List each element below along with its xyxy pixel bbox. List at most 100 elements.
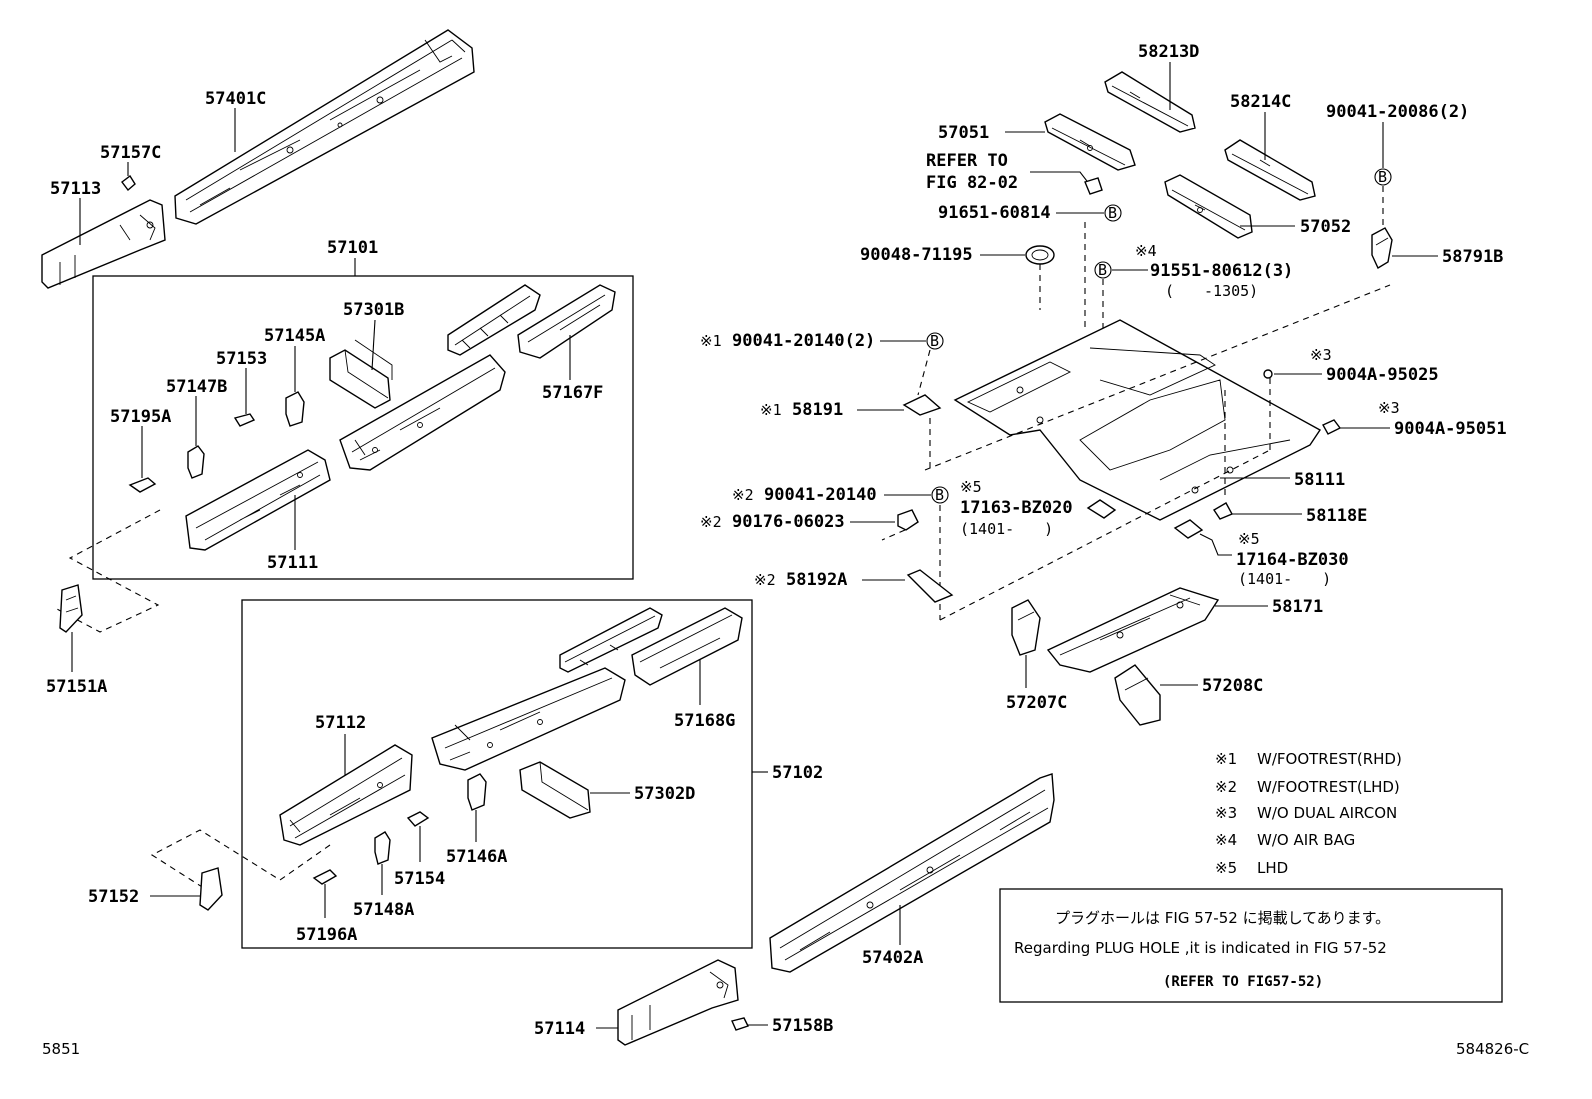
label-57151A: 57151A [46, 677, 107, 697]
label-57196A: 57196A [296, 925, 357, 945]
label-58213D: 58213D [1138, 42, 1199, 62]
part-57147B-drawing [187, 445, 205, 479]
legend-mark-2: ※2 [1215, 778, 1237, 796]
part-57112-drawing [279, 744, 413, 846]
part-17164-drawing [1173, 519, 1204, 539]
part-57402A-drawing [769, 773, 1055, 973]
leader-57301B [371, 319, 376, 371]
part-57154-drawing [406, 811, 430, 827]
label-57402A: 57402A [862, 948, 923, 968]
bolt-marker-b-text: B [935, 486, 944, 504]
dashed-envelope-bottom [939, 449, 1271, 621]
assembly-box-57102 [241, 599, 753, 949]
part-57168G-drawing [559, 607, 743, 686]
mark1-label-a: ※1 [700, 332, 722, 350]
bolt-marker-b [926, 332, 944, 350]
bolt-marker-b-text: B [1098, 261, 1107, 279]
part-57151A-drawing [59, 584, 83, 633]
part-57052-drawing [1164, 174, 1253, 239]
part-57207C-drawing [1011, 599, 1041, 656]
mark4-label: ※4 [1135, 242, 1157, 260]
label-57152: 57152 [88, 887, 139, 907]
bolt-marker-b [931, 486, 949, 504]
label-57101: 57101 [327, 238, 378, 258]
label-57195A: 57195A [110, 407, 171, 427]
part-57051-drawing [1044, 113, 1136, 171]
part-57302D-drawing [519, 761, 591, 819]
notice-japanese: プラグホールは FIG 57-52 に掲載してあります。 [1055, 909, 1390, 927]
part-57111-drawing [185, 449, 331, 551]
label-57167F: 57167F [542, 383, 603, 403]
mark5-label-a: ※5 [960, 478, 982, 496]
mark2-label-a: ※2 [732, 486, 754, 504]
part-57301B-drawing [329, 339, 393, 409]
part-57113-drawing [41, 199, 166, 289]
notice-refer: (REFER TO FIG57-52) [1163, 974, 1323, 990]
label-58214C: 58214C [1230, 92, 1291, 112]
footer-right-code: 584826-C [1456, 1040, 1529, 1058]
legend-text-2: W/FOOTREST(LHD) [1257, 778, 1400, 796]
part-58118E-drawing [1213, 502, 1233, 520]
label-58191: 58191 [792, 400, 843, 420]
leader-refer [1030, 171, 1091, 186]
label-58171: 58171 [1272, 597, 1323, 617]
part-58192A-drawing [906, 569, 954, 603]
part-57158B-drawing [731, 1017, 749, 1031]
label-57207C: 57207C [1006, 693, 1067, 713]
label-57401C: 57401C [205, 89, 266, 109]
part-57114-drawing [617, 959, 739, 1046]
label-90041-20086: 90041-20086(2) [1326, 102, 1469, 122]
part-58111-drawing [953, 319, 1322, 521]
bolt-marker-b-text: B [930, 332, 939, 350]
part-57146A-drawing [467, 773, 487, 811]
label-57111: 57111 [267, 553, 318, 573]
bolt-marker-b-text: B [1378, 168, 1387, 186]
part-57196A-drawing [312, 869, 338, 885]
label-57154: 57154 [394, 869, 445, 889]
label-9004A-95025: 9004A-95025 [1326, 365, 1439, 385]
part-58191-drawing [902, 394, 942, 416]
label-57147B: 57147B [166, 377, 227, 397]
part-57195A-drawing [128, 477, 157, 493]
label-91551-range: ( -1305) [1165, 282, 1258, 300]
label-57157C: 57157C [100, 143, 161, 163]
legend-mark-5: ※5 [1215, 859, 1237, 877]
mark2-label-b: ※2 [700, 513, 722, 531]
label-58192A: 58192A [786, 570, 847, 590]
part-9004A-95025-drawing [1263, 369, 1273, 379]
part-57101-rail-drawing [339, 354, 506, 471]
footer-left-code: 5851 [42, 1040, 80, 1058]
dashed-link-90176 [881, 529, 906, 541]
label-91651-60814: 91651-60814 [938, 203, 1051, 223]
legend-mark-1: ※1 [1215, 750, 1237, 768]
label-57168G: 57168G [674, 711, 735, 731]
label-58111: 58111 [1294, 470, 1345, 490]
legend-text-1: W/FOOTREST(RHD) [1257, 750, 1402, 768]
label-90176-06023: 90176-06023 [732, 512, 845, 532]
part-57157C-drawing [121, 174, 136, 192]
label-57052: 57052 [1300, 217, 1351, 237]
mark3-label-a: ※3 [1310, 346, 1332, 364]
mark3-label-b: ※3 [1378, 399, 1400, 417]
label-17164-BZ030: 17164-BZ030 [1236, 550, 1349, 570]
part-57102-rail-drawing [431, 667, 626, 771]
label-57153: 57153 [216, 349, 267, 369]
part-57401C-drawing [174, 29, 475, 225]
label-57051: 57051 [938, 123, 989, 143]
label-90041-20140: 90041-20140 [764, 485, 877, 505]
label-58118E: 58118E [1306, 506, 1367, 526]
legend-text-4: W/O AIR BAG [1257, 831, 1355, 849]
legend-text-5: LHD [1257, 859, 1288, 877]
legend-mark-3: ※3 [1215, 804, 1237, 822]
label-57301B: 57301B [343, 300, 404, 320]
label-57158B: 57158B [772, 1016, 833, 1036]
mark1-label-b: ※1 [760, 401, 782, 419]
label-90048-71195: 90048-71195 [860, 245, 973, 265]
part-58171-drawing [1046, 587, 1220, 673]
bolt-marker-b [1094, 261, 1112, 279]
label-57114: 57114 [534, 1019, 585, 1039]
legend-text-3: W/O DUAL AIRCON [1257, 804, 1397, 822]
part-9004A-95051-drawing [1322, 419, 1342, 435]
label-57102: 57102 [772, 763, 823, 783]
label-58791B: 58791B [1442, 247, 1503, 267]
